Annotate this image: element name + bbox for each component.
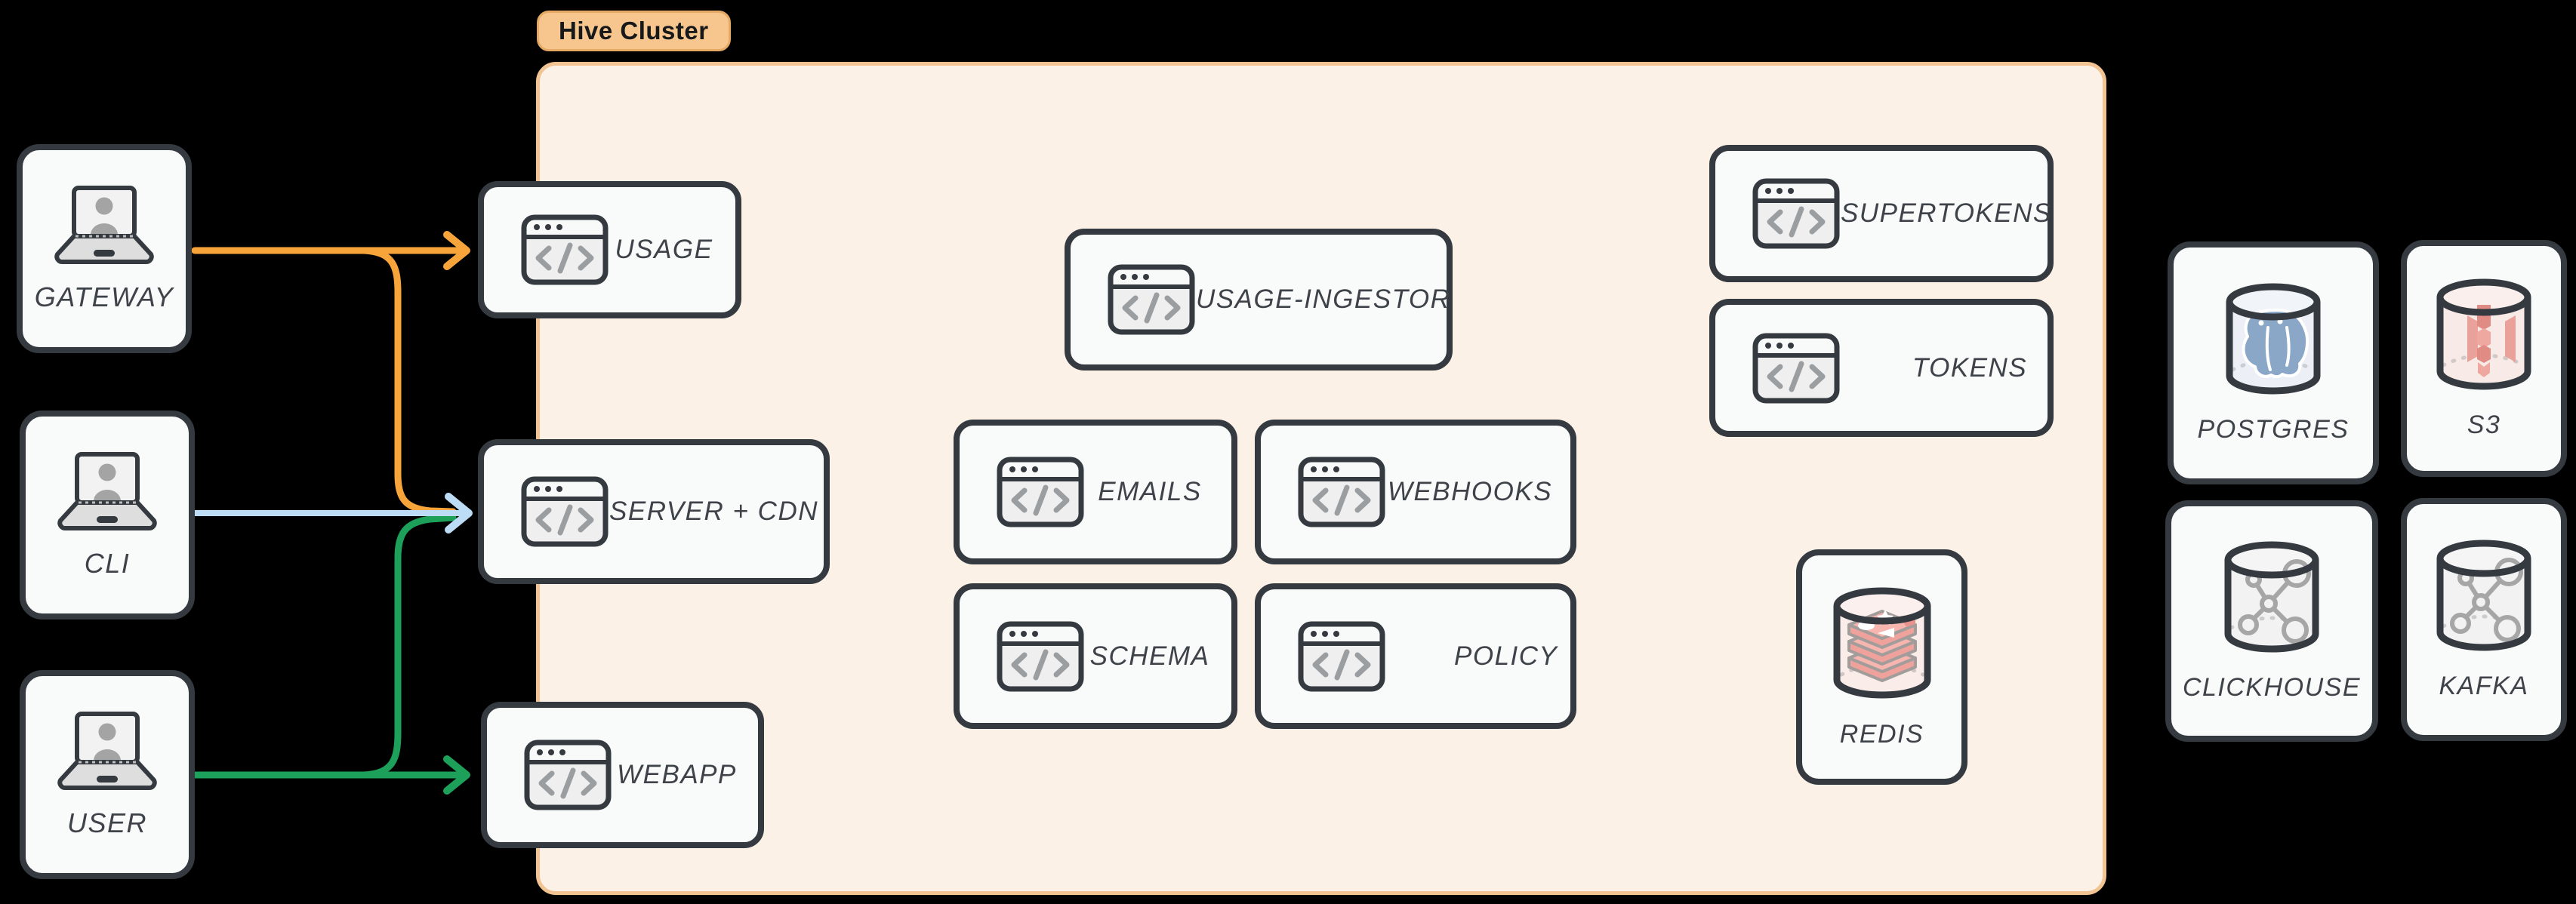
code-window-icon [996, 456, 1085, 528]
laptop-user-icon [50, 711, 165, 791]
arrowhead-server-cdn [445, 493, 473, 533]
datastore-clickhouse[interactable]: CLICKHOUSE [2165, 500, 2378, 742]
datastore-clickhouse-label: CLICKHOUSE [2182, 672, 2362, 702]
edge-gateway-server-cdn [360, 247, 457, 515]
service-supertokens-label: SUPERTOKENS [1841, 198, 2052, 228]
s3-bucket-icon [2436, 278, 2532, 391]
service-policy-label: POLICY [1454, 641, 1558, 671]
laptop-user-icon [50, 451, 165, 531]
service-usage-label: USAGE [615, 235, 713, 264]
service-emails-label: EMAILS [1098, 477, 1202, 506]
datastore-redis-label: REDIS [1839, 719, 1924, 749]
postgres-database-icon [2225, 282, 2322, 395]
code-window-icon [1752, 332, 1841, 404]
service-webhooks-label: WEBHOOKS [1387, 477, 1553, 506]
code-window-icon [520, 214, 609, 286]
redis-database-icon [1832, 586, 1932, 700]
service-usage-ingestor[interactable]: USAGE-INGESTOR [1065, 229, 1453, 371]
service-tokens-label: TOKENS [1912, 352, 2028, 383]
client-user[interactable]: USER [20, 670, 195, 879]
client-gateway-label: GATEWAY [34, 281, 174, 312]
datastore-s3-label: S3 [2467, 410, 2501, 439]
service-webapp-label: WEBAPP [617, 760, 737, 789]
code-window-icon [520, 475, 609, 548]
kafka-broker-icon [2436, 539, 2532, 652]
client-gateway[interactable]: GATEWAY [17, 144, 192, 353]
datastore-redis[interactable]: REDIS [1796, 549, 1967, 785]
service-usage-ingestor-label: USAGE-INGESTOR [1196, 284, 1451, 314]
code-window-icon [1107, 263, 1196, 336]
datastore-kafka-label: KAFKA [2439, 671, 2529, 700]
cluster-label[interactable]: Hive Cluster [537, 11, 731, 51]
code-window-icon [1297, 456, 1386, 528]
code-window-icon [1297, 620, 1386, 693]
service-webhooks[interactable]: WEBHOOKS [1255, 420, 1576, 564]
arrowhead-usage [443, 231, 470, 270]
datastore-s3[interactable]: S3 [2401, 240, 2567, 477]
laptop-user-icon [47, 185, 162, 265]
service-emails[interactable]: EMAILS [954, 420, 1237, 564]
datastore-kafka[interactable]: KAFKA [2401, 498, 2567, 741]
service-schema[interactable]: SCHEMA [954, 583, 1237, 729]
service-server-cdn-label: SERVER + CDN [609, 497, 819, 526]
code-window-icon [996, 620, 1085, 693]
edge-user-server-cdn [360, 514, 457, 779]
service-webapp[interactable]: WEBAPP [481, 702, 764, 848]
datastore-postgres-label: POSTGRES [2197, 414, 2350, 444]
service-schema-label: SCHEMA [1089, 641, 1210, 671]
code-window-icon [1752, 177, 1841, 250]
client-cli-label: CLI [84, 547, 131, 579]
datastore-postgres[interactable]: POSTGRES [2168, 241, 2379, 484]
service-server-cdn[interactable]: SERVER + CDN [478, 439, 830, 584]
service-usage[interactable]: USAGE [478, 181, 741, 318]
service-tokens[interactable]: TOKENS [1709, 299, 2054, 437]
client-cli[interactable]: CLI [20, 410, 195, 620]
clickhouse-database-icon [2223, 540, 2320, 653]
service-supertokens[interactable]: SUPERTOKENS [1709, 145, 2054, 282]
client-user-label: USER [66, 807, 148, 838]
code-window-icon [523, 739, 612, 811]
arrowhead-webapp [443, 755, 470, 795]
service-policy[interactable]: POLICY [1255, 583, 1576, 729]
